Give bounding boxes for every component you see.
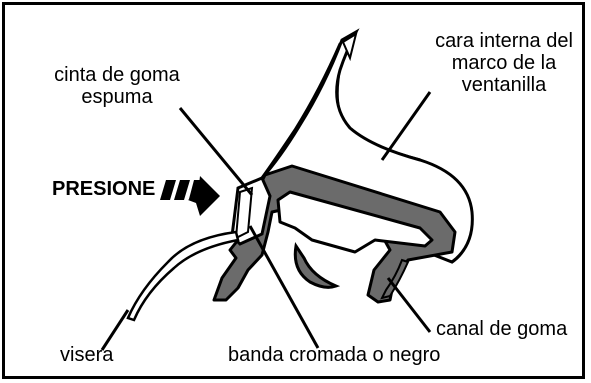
leader-cara-interna <box>380 91 432 161</box>
window-frame-tip <box>341 31 358 62</box>
rubber-hook-left <box>293 242 341 289</box>
label-presione: PRESIONE <box>52 178 156 200</box>
label-cinta-line2: espuma <box>81 86 153 108</box>
label-banda: banda cromada o negro <box>228 344 441 366</box>
label-visera: visera <box>60 344 114 366</box>
visor-strip <box>126 230 240 322</box>
label-cinta: cinta de goma espuma <box>42 64 192 108</box>
rubber-channel-groove <box>276 190 434 254</box>
leader-visera <box>100 309 130 351</box>
label-cara-interna-line1: cara interna del <box>435 30 573 52</box>
label-canal: canal de goma <box>436 318 568 340</box>
rubber-lip-right <box>380 258 410 300</box>
leader-cinta <box>178 107 254 196</box>
label-cinta-line1: cinta de goma <box>54 64 180 86</box>
label-cara-interna: cara interna del marco de la ventanilla <box>420 30 588 96</box>
label-cara-interna-line3: ventanilla <box>461 74 547 96</box>
leader-canal <box>386 277 432 333</box>
leader-banda <box>248 225 320 349</box>
press-arrow-icon <box>160 176 220 216</box>
label-cara-interna-line2: marco de la <box>451 52 557 74</box>
